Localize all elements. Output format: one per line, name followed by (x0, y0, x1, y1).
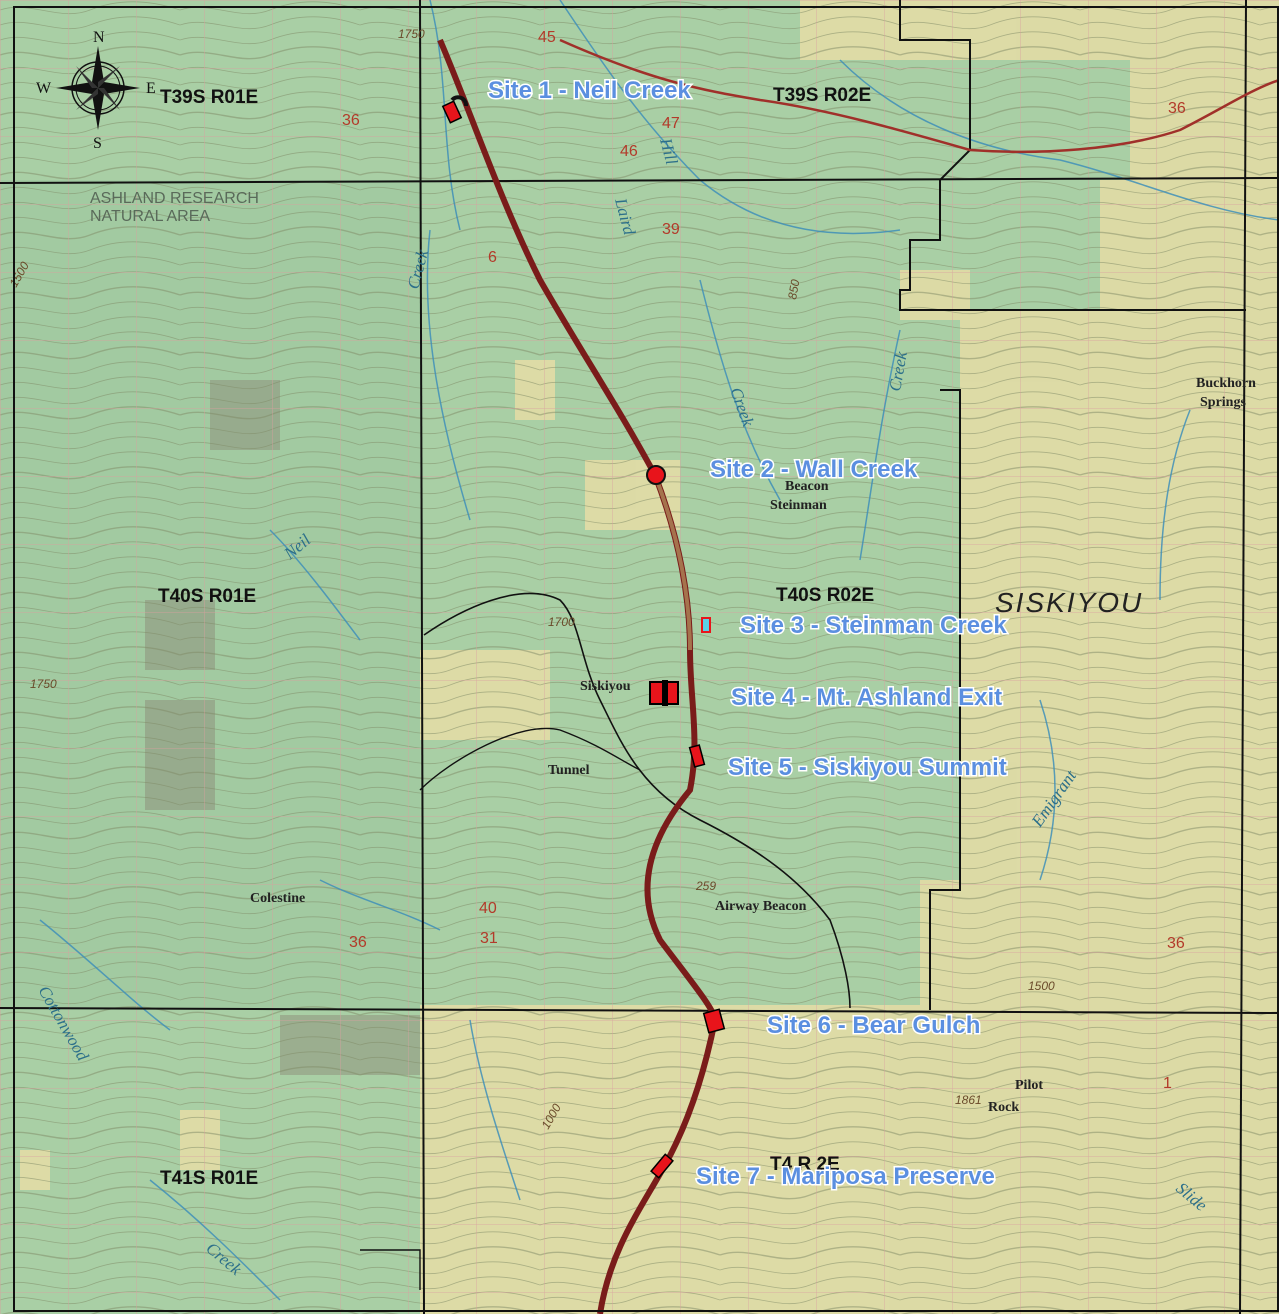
township-label: T40S R02E (776, 585, 874, 606)
place-label: Springs (1200, 395, 1246, 410)
place-label: Beacon (785, 479, 829, 494)
site-7-marker[interactable] (650, 1153, 674, 1179)
place-label: Colestine (250, 891, 305, 906)
place-label: Pilot (1015, 1078, 1043, 1093)
place-labels: Buckhorn Springs Steinman Siskiyou Tunne… (250, 376, 1256, 1115)
boundary-line (423, 592, 851, 1009)
contour-elevations: 1750 1500 850 1700 1750 1500 259 1000 18… (6, 27, 1055, 1132)
site-2-marker[interactable] (646, 465, 666, 485)
contour-elevation: 1750 (398, 27, 425, 41)
section-number: 36 (1167, 935, 1185, 952)
section-number: 36 (342, 112, 360, 129)
section-number: 6 (488, 249, 497, 266)
township-label: T41S R01E (160, 1168, 258, 1189)
section-number: 40 (479, 900, 497, 917)
site-5-marker[interactable] (688, 744, 706, 768)
township-label: T4 R 2E (770, 1154, 840, 1175)
place-label: Siskiyou (580, 679, 631, 694)
contour-elevation: 1500 (1028, 979, 1055, 993)
contour-elevation: 1750 (30, 677, 57, 691)
site-label[interactable]: Site 5 - Siskiyou Summit (727, 753, 1009, 783)
compass-n: N (93, 29, 105, 46)
site-label[interactable]: Site 3 - Steinman Creek (739, 611, 1009, 641)
place-label: Airway Beacon (715, 899, 807, 914)
site-label[interactable]: Site 7 - Mariposa Preserve (695, 1162, 997, 1192)
compass-s: S (93, 135, 102, 152)
contour-elevation: 1700 (548, 615, 575, 629)
site-6-marker[interactable] (702, 1008, 726, 1034)
compass-w: W (36, 80, 52, 97)
site-label[interactable]: Site 4 - Mt. Ashland Exit (730, 683, 1004, 713)
section-number: 47 (662, 115, 680, 132)
site-label[interactable]: Site 6 - Bear Gulch (766, 1011, 982, 1041)
township-labels: T39S R01E T39S R02E T40S R01E T40S R02E … (158, 85, 874, 1189)
place-label: Steinman (770, 498, 827, 513)
section-number: 46 (620, 143, 638, 160)
township-label: T39S R02E (773, 85, 871, 106)
section-number: 45 (538, 29, 556, 46)
site-label[interactable]: Site 2 - Wall Creek (709, 455, 920, 485)
section-number: 39 (662, 221, 680, 238)
site-markers (441, 95, 726, 1179)
compass-e: E (146, 80, 156, 97)
region-label: SISKIYOU (995, 587, 1143, 618)
area-label: NATURAL AREA (90, 208, 210, 225)
section-number: 31 (480, 930, 498, 947)
state-road (559, 38, 1279, 154)
section-numbers: 45 47 46 36 39 6 36 40 31 36 36 1 (342, 29, 1186, 1092)
site-3-marker[interactable] (701, 617, 711, 633)
section-number: 36 (349, 934, 367, 951)
site-1-marker[interactable] (441, 100, 463, 124)
site-labels: Site 1 - Neil Creek Site 2 - Wall Creek … (487, 76, 1009, 1192)
section-number: 36 (1168, 100, 1186, 117)
contour-elevation: 1861 (955, 1093, 982, 1107)
township-label: T40S R01E (158, 586, 256, 607)
compass-rose: N S E W (36, 29, 156, 152)
place-label: Rock (988, 1100, 1019, 1115)
place-label: Buckhorn (1196, 376, 1256, 391)
site-label[interactable]: Site 1 - Neil Creek (487, 76, 693, 106)
township-label: T39S R01E (160, 87, 258, 108)
place-label: Tunnel (548, 763, 590, 778)
contour-elevation: 259 (695, 879, 716, 893)
area-label: ASHLAND RESEARCH (90, 190, 259, 207)
map-frame (13, 6, 1279, 1312)
contour-elevation: 850 (785, 278, 802, 300)
section-number: 1 (1163, 1075, 1172, 1092)
